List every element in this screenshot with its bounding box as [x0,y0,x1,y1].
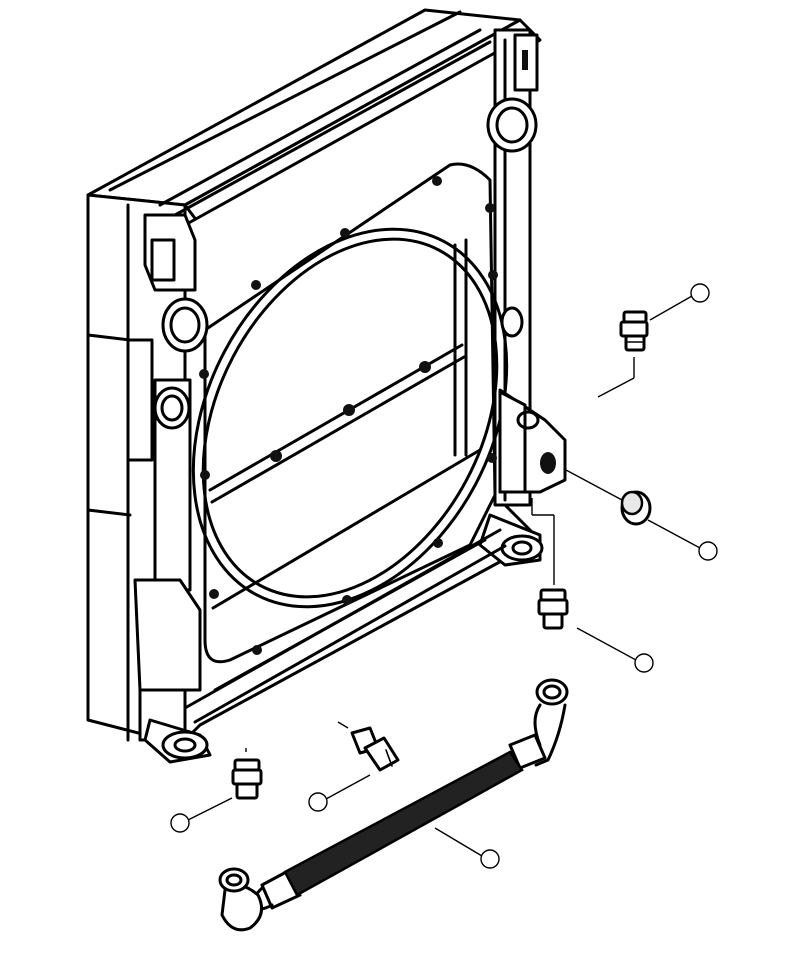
bottom-rail [183,528,507,724]
mount-feet [143,513,544,764]
callout-fitting-upper [690,283,710,303]
fan-ring [191,227,509,609]
left-mount-foot [161,730,209,760]
callout-hose [480,849,500,869]
callout-elbow [308,792,328,812]
fitting-straight-upper [619,310,649,352]
guard-bars [208,238,482,610]
callouts [170,283,718,869]
callout-leader-elbow [325,774,371,800]
middle-port [153,386,191,430]
callout-leader-fitting-upper [649,295,693,321]
top-right-port [486,33,539,153]
fitting-elbow-45 [350,726,400,772]
fitting-straight-left [231,758,263,800]
hose-assembly [218,678,569,932]
callout-fitting-lower [634,653,654,673]
manifold-block [498,388,567,494]
shroud-bolts [199,176,498,655]
right-side-port [500,306,524,338]
hose-body [283,750,524,897]
lower-mount-bracket [133,578,202,692]
callout-leader-fitting-left [187,797,233,821]
callout-leader-plug [647,519,701,549]
callout-fitting-left [170,813,190,833]
callout-plug [698,541,718,561]
callout-leader-fitting-lower [576,627,637,661]
plug-cap [620,490,652,526]
left-ports [153,297,209,430]
fitting-straight-lower [537,588,569,630]
callout-leader-hose [434,827,483,857]
shroud-recess [203,162,497,664]
right-mount-foot [500,534,544,562]
